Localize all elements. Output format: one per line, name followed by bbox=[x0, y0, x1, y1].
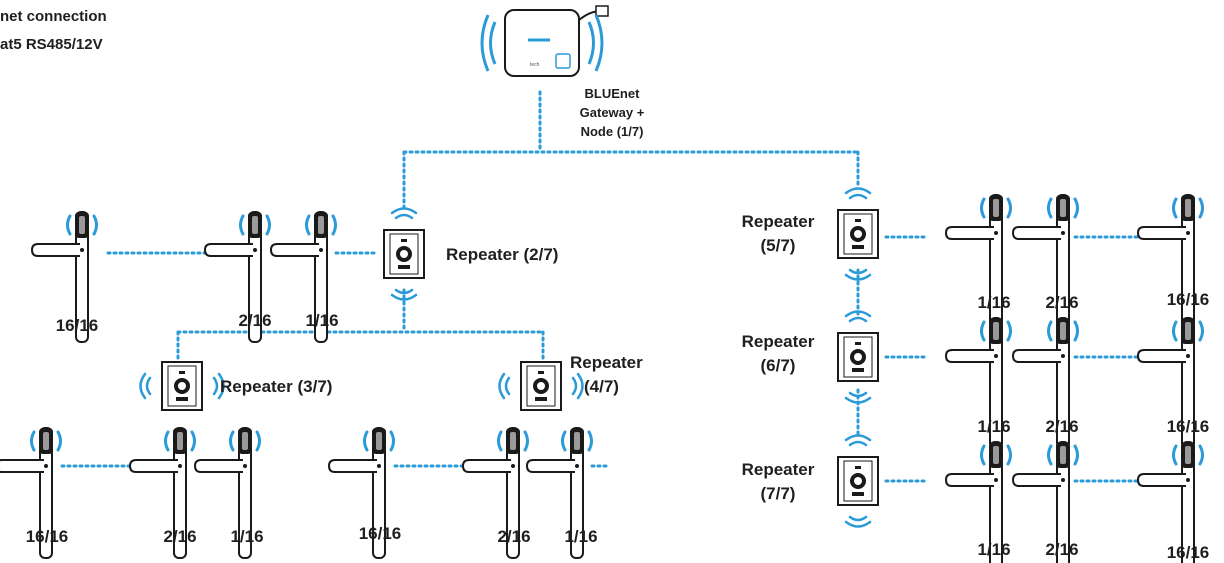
repeater-7-label-line-2: (7/7) bbox=[761, 484, 796, 503]
gateway-label-line-2: Gateway + bbox=[580, 105, 645, 120]
connection-lines bbox=[60, 90, 1147, 483]
lock-label-r6-1: 1/16 bbox=[977, 417, 1010, 436]
repeater-6-label-line-1: Repeater bbox=[742, 332, 815, 351]
repeater-5-label-line-1: Repeater bbox=[742, 212, 815, 231]
svg-text:tech: tech bbox=[530, 62, 540, 68]
lock-label-r4-3: 1/16 bbox=[564, 527, 597, 546]
lock-label-r6-3: 16/16 bbox=[1167, 417, 1210, 436]
repeater-3-label: Repeater (3/7) bbox=[220, 377, 332, 396]
lock-label-r7-3: 16/16 bbox=[1167, 543, 1210, 562]
repeater-7: Repeater (7/7) bbox=[742, 434, 879, 528]
repeater-5-label-line-2: (5/7) bbox=[761, 236, 796, 255]
lock-label-r5-1: 1/16 bbox=[977, 293, 1010, 312]
lock-group-r4: 16/16 2/16 1/16 bbox=[327, 426, 598, 560]
lock-label-r4-2: 2/16 bbox=[497, 527, 530, 546]
header-line-1: net connection bbox=[0, 8, 107, 25]
repeater-4: Repeater (4/7) bbox=[498, 353, 643, 411]
repeater-2: Repeater (2/7) bbox=[383, 207, 558, 301]
lock-label-r3-1: 16/16 bbox=[26, 527, 69, 546]
lock-label-r2-2: 2/16 bbox=[238, 311, 271, 330]
lock-group-r6: 1/16 2/16 16/16 bbox=[944, 316, 1210, 450]
repeater-6: Repeater (6/7) bbox=[742, 310, 879, 404]
lock-label-r7-2: 2/16 bbox=[1045, 540, 1078, 559]
lock-label-r5-2: 2/16 bbox=[1045, 293, 1078, 312]
repeater-5: Repeater (5/7) bbox=[742, 187, 879, 281]
lock-label-r2-1: 16/16 bbox=[56, 316, 99, 335]
repeater-6-label-line-2: (6/7) bbox=[761, 356, 796, 375]
lock-label-r7-1: 1/16 bbox=[977, 540, 1010, 559]
repeater-2-label: Repeater (2/7) bbox=[446, 245, 558, 264]
lock-group-r3: 16/16 2/16 1/16 bbox=[0, 426, 264, 560]
gateway-device: tech bbox=[480, 5, 609, 77]
gateway-label-line-1: BLUEnet bbox=[585, 86, 641, 101]
repeater-3: Repeater (3/7) bbox=[139, 361, 332, 411]
gateway-label-line-3: Node (1/7) bbox=[581, 124, 644, 139]
lock-label-r3-2: 2/16 bbox=[163, 527, 196, 546]
repeater-4-label-line-1: Repeater bbox=[570, 353, 643, 372]
gateway-label: BLUEnet Gateway + Node (1/7) bbox=[580, 86, 645, 139]
lock-label-r5-3: 16/16 bbox=[1167, 290, 1210, 309]
repeater-4-label-line-2: (4/7) bbox=[584, 377, 619, 396]
lock-group-r7: 1/16 2/16 16/16 bbox=[944, 440, 1210, 563]
lock-group-r5: 1/16 2/16 16/16 bbox=[944, 193, 1210, 327]
lock-group-r2: 16/16 2/16 1/16 bbox=[30, 210, 339, 344]
lock-label-r4-1: 16/16 bbox=[359, 524, 402, 543]
repeater-7-label-line-1: Repeater bbox=[742, 460, 815, 479]
lock-label-r6-2: 2/16 bbox=[1045, 417, 1078, 436]
lock-label-r3-3: 1/16 bbox=[230, 527, 263, 546]
lock-label-r2-3: 1/16 bbox=[305, 311, 338, 330]
header-line-2: at5 RS485/12V bbox=[0, 36, 103, 53]
